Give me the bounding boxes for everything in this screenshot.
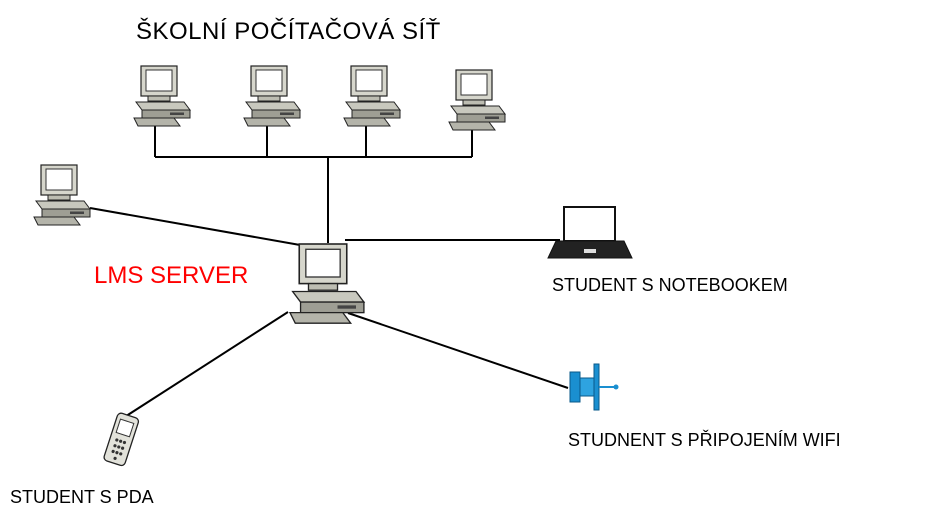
desktop-computer-icon: [343, 65, 401, 127]
link-left-pc: [89, 207, 301, 246]
diagram-title: ŠKOLNÍ POČÍTAČOVÁ SÍŤ: [136, 18, 441, 45]
notebook-client-label: STUDENT S NOTEBOOKEM: [552, 275, 788, 295]
pda-device-icon: [103, 412, 140, 467]
wireless-access-point-icon: [569, 363, 619, 411]
desktop-computer-icon: [133, 65, 191, 127]
pda-client-label: STUDENT S PDA: [10, 487, 154, 507]
wifi-client-label: STUDNENT S PŘIPOJENÍM WIFI: [568, 430, 841, 450]
link-wifi: [347, 312, 569, 389]
server-computer-icon: [289, 243, 365, 324]
desktop-computer-icon: [33, 164, 91, 226]
desktop-computer-icon: [448, 69, 506, 131]
server-label: LMS SERVER: [94, 262, 249, 289]
laptop-icon: [547, 206, 633, 259]
desktop-computer-icon: [243, 65, 301, 127]
connection-lines: [89, 125, 569, 421]
link-pda: [119, 311, 289, 421]
